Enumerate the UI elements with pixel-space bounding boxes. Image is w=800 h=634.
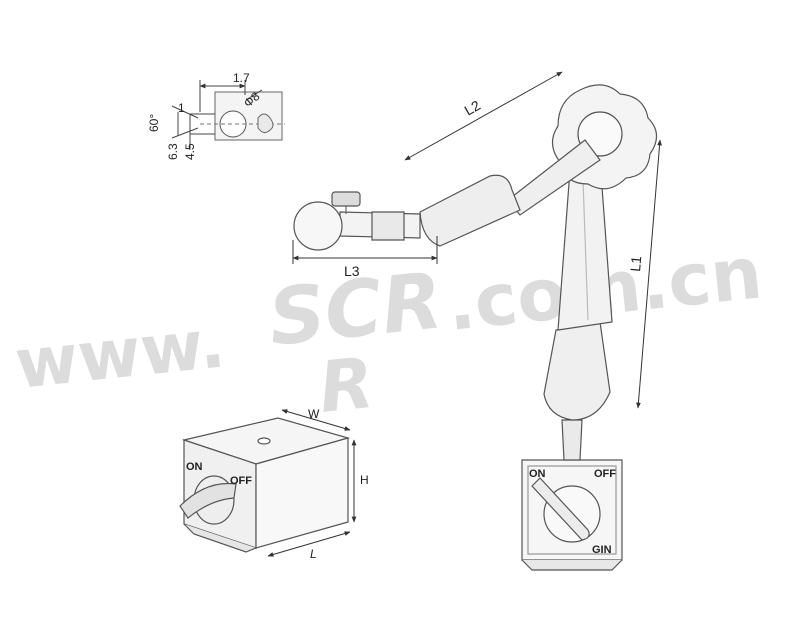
column-lower xyxy=(561,419,583,461)
block-labels: ON OFF W H L xyxy=(186,407,369,561)
stand-labels: L2 L1 L3 xyxy=(344,97,644,279)
block-dimensions xyxy=(267,409,357,557)
arm-length-label: L2 xyxy=(462,97,484,119)
magnetic-stand xyxy=(293,84,658,571)
block-height-label: H xyxy=(360,473,369,487)
detail-gap-label: 1 xyxy=(178,101,185,115)
base-off-label: OFF xyxy=(594,468,616,480)
clamp-ring xyxy=(293,201,343,251)
stand-dimensions xyxy=(292,71,662,409)
block-length-label: L xyxy=(310,547,317,561)
magnetic-block xyxy=(179,417,351,553)
detail-offset2-label: 4.5 xyxy=(183,143,197,160)
arm-sleeve xyxy=(419,174,521,247)
detail-offset1-label: 6.3 xyxy=(166,143,180,160)
upper-arm xyxy=(507,139,601,216)
block-on-label: ON xyxy=(186,461,203,473)
watermark: www. SCR R .com.cn xyxy=(12,230,766,429)
block-off-label: OFF xyxy=(230,475,252,487)
block-width-label: W xyxy=(308,407,320,421)
detail-angle-label: 60° xyxy=(147,114,161,132)
column-sleeve xyxy=(543,321,611,421)
watermark-logo-bottom: R xyxy=(315,342,377,429)
detail-view xyxy=(171,80,285,150)
watermark-logo-top: SCR xyxy=(265,256,447,364)
base-text: ON OFF GIN xyxy=(529,468,616,556)
detail-labels: 1.7 Φ8 60° 1 6.3 4.5 xyxy=(147,71,263,160)
block-lever xyxy=(179,482,237,519)
base-lever xyxy=(531,477,590,541)
base-on-label: ON xyxy=(529,468,546,480)
clamp-length-label: L3 xyxy=(344,263,360,279)
base-brand-label: GIN xyxy=(592,544,612,556)
watermark-www: www. xyxy=(12,304,229,405)
block-side xyxy=(255,437,349,549)
column-length-label: L1 xyxy=(627,255,644,272)
clamp-screw xyxy=(331,191,361,207)
detail-width-label: 1.7 xyxy=(233,71,250,85)
